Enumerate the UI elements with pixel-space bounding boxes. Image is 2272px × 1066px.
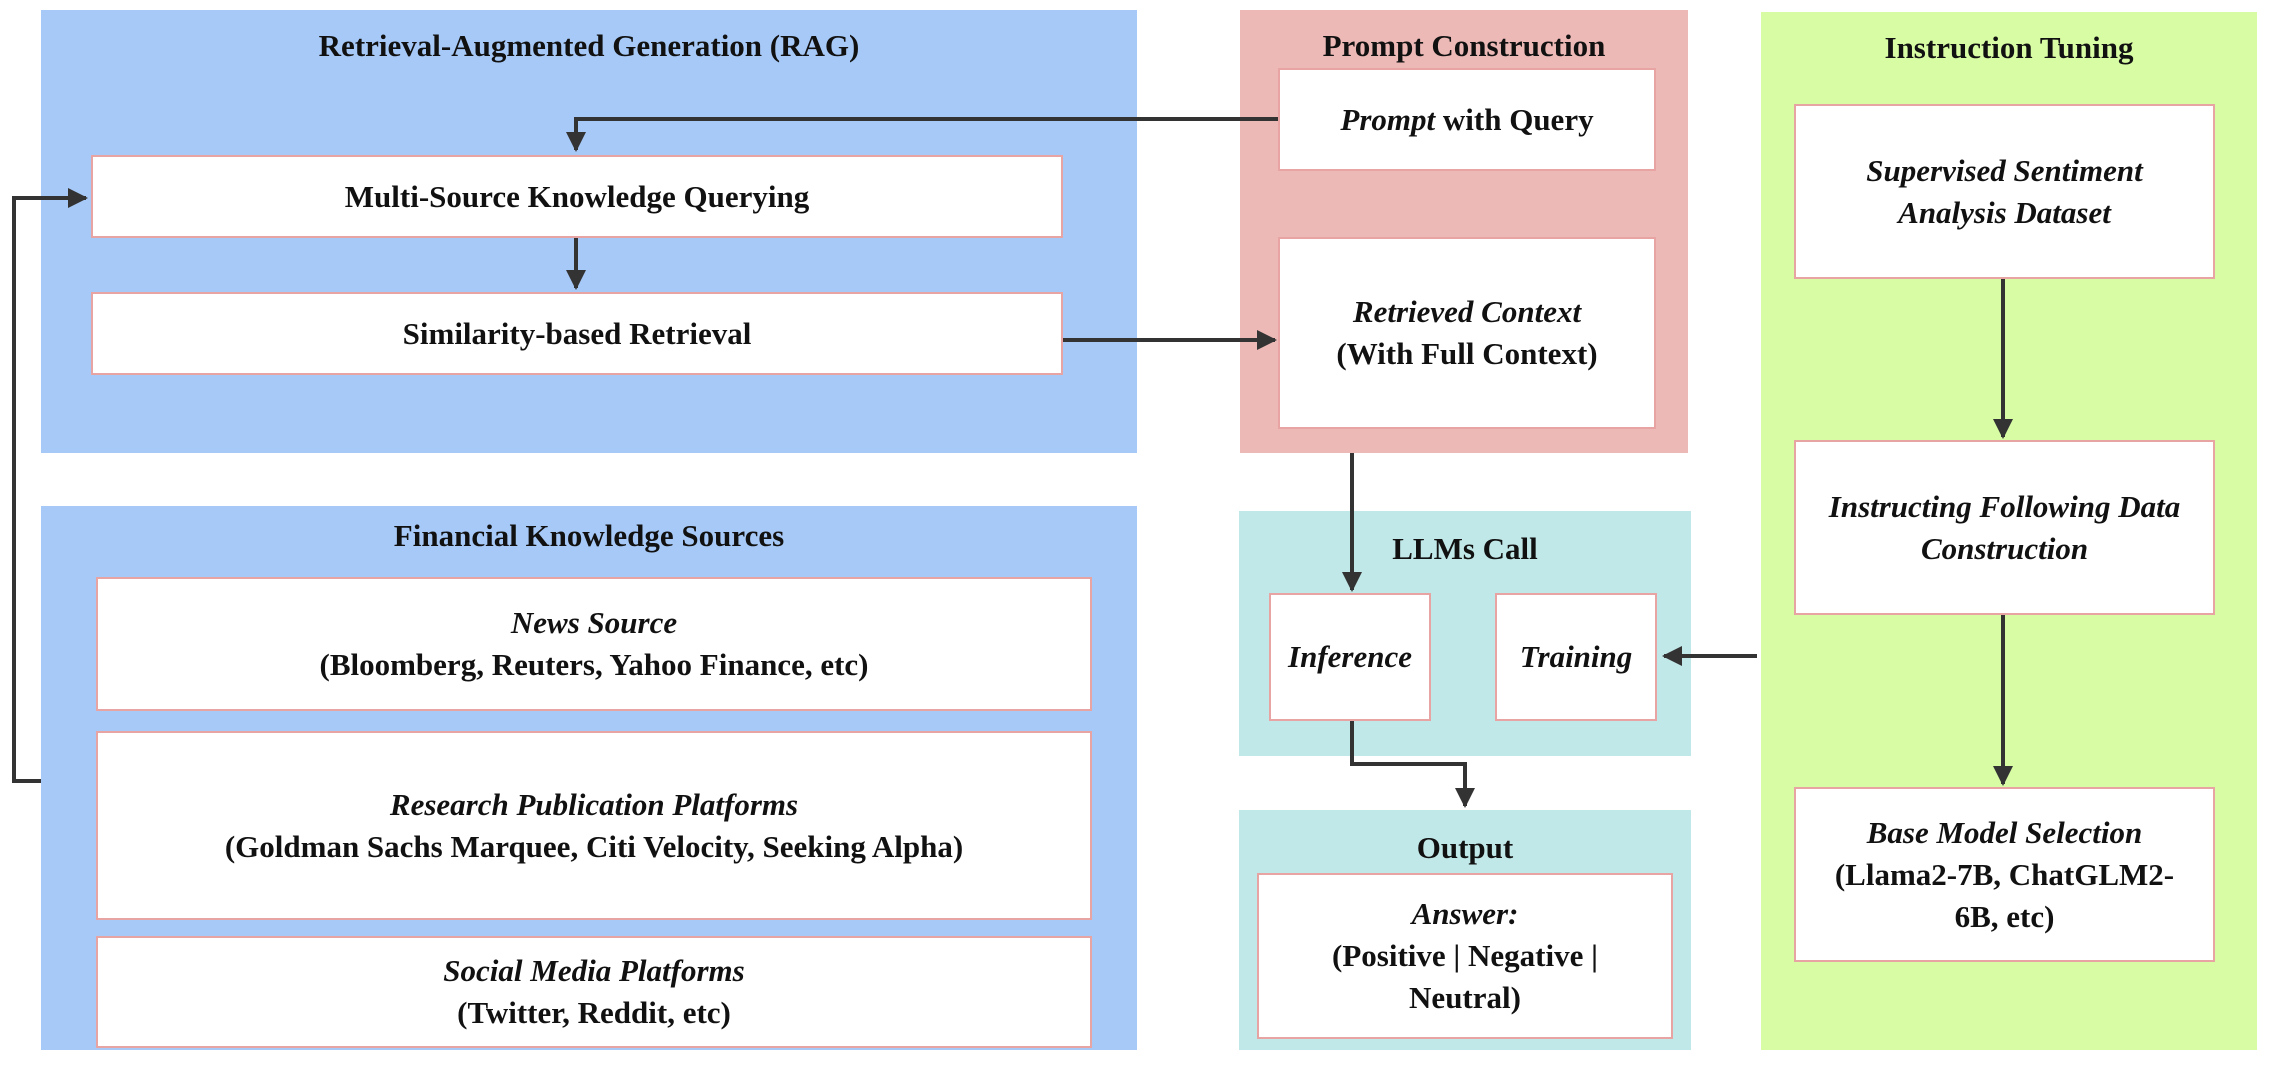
research-platforms-box: Research Publication Platforms (Goldman … (96, 731, 1092, 920)
retrieved-context-detail: (With Full Context) (1336, 336, 1598, 371)
base-model-title: Base Model Selection (1866, 814, 2143, 850)
inference-label: Inference (1288, 639, 1412, 674)
news-source-detail: (Bloomberg, Reuters, Yahoo Finance, etc) (319, 647, 869, 682)
data-construction-line-2: Construction (1920, 530, 2089, 566)
sentiment-dataset-line-2: Analysis Dataset (1898, 194, 2111, 230)
multi-source-querying-label: Multi-Source Knowledge Querying (344, 178, 810, 214)
rag-panel-title: Retrieval-Augmented Generation (RAG) (318, 28, 860, 63)
instruction-tuning-panel: Instruction Tuning Supervised Sentiment … (1761, 12, 2257, 1050)
llm-call-title: LLMs Call (1392, 531, 1538, 566)
answer-box: Answer: (Positive | Negative | Neutral) (1257, 873, 1673, 1039)
research-platforms-detail: (Goldman Sachs Marquee, Citi Velocity, S… (224, 828, 964, 864)
training-box: Training (1495, 593, 1657, 721)
output-panel: Output Answer: (Positive | Negative | Ne… (1239, 810, 1691, 1050)
answer-label: Answer: (1411, 896, 1519, 931)
retrieved-context-title: Retrieved Context (1352, 294, 1582, 329)
answer-line-2: Neutral) (1409, 980, 1521, 1015)
retrieved-context-box: Retrieved Context (With Full Context) (1278, 237, 1656, 429)
output-title: Output (1416, 830, 1514, 865)
prompt-construction-title: Prompt Construction (1322, 28, 1606, 63)
sentiment-dataset-line-1: Supervised Sentiment (1866, 152, 2143, 188)
prompt-word: Prompt (1340, 101, 1436, 137)
prompt-query-box: Prompt with Query (1278, 68, 1656, 171)
sentiment-dataset-box: Supervised Sentiment Analysis Dataset (1794, 104, 2215, 279)
rag-panel: Retrieval-Augmented Generation (RAG) Mul… (41, 10, 1137, 453)
social-media-detail: (Twitter, Reddit, etc) (457, 995, 731, 1030)
news-source-box: News Source (Bloomberg, Reuters, Yahoo F… (96, 577, 1092, 711)
data-construction-box: Instructing Following Data Construction (1794, 440, 2215, 615)
similarity-retrieval-box: Similarity-based Retrieval (91, 292, 1063, 375)
multi-source-querying-box: Multi-Source Knowledge Querying (91, 155, 1063, 238)
base-model-line-2: 6B, etc) (1954, 898, 2055, 934)
data-construction-line-1: Instructing Following Data (1828, 488, 2181, 524)
with-query-text: with Query (1435, 101, 1594, 137)
base-model-line-1: (Llama2-7B, ChatGLM2- (1834, 856, 2175, 892)
instruction-tuning-title: Instruction Tuning (1884, 30, 2134, 65)
prompt-construction-panel: Prompt Construction Prompt with Query Re… (1240, 10, 1688, 453)
llm-call-panel: LLMs Call Inference Training (1239, 511, 1691, 756)
similarity-retrieval-label: Similarity-based Retrieval (402, 315, 752, 351)
social-media-title: Social Media Platforms (443, 953, 745, 988)
research-platforms-title: Research Publication Platforms (389, 786, 799, 822)
social-media-box: Social Media Platforms (Twitter, Reddit,… (96, 936, 1092, 1048)
answer-line-1: (Positive | Negative | (1332, 938, 1598, 973)
knowledge-sources-title: Financial Knowledge Sources (393, 518, 785, 553)
knowledge-sources-panel: Financial Knowledge Sources News Source … (41, 506, 1137, 1050)
inference-box: Inference (1269, 593, 1431, 721)
training-label: Training (1519, 639, 1633, 674)
base-model-box: Base Model Selection (Llama2-7B, ChatGLM… (1794, 787, 2215, 962)
news-source-title: News Source (510, 605, 678, 640)
